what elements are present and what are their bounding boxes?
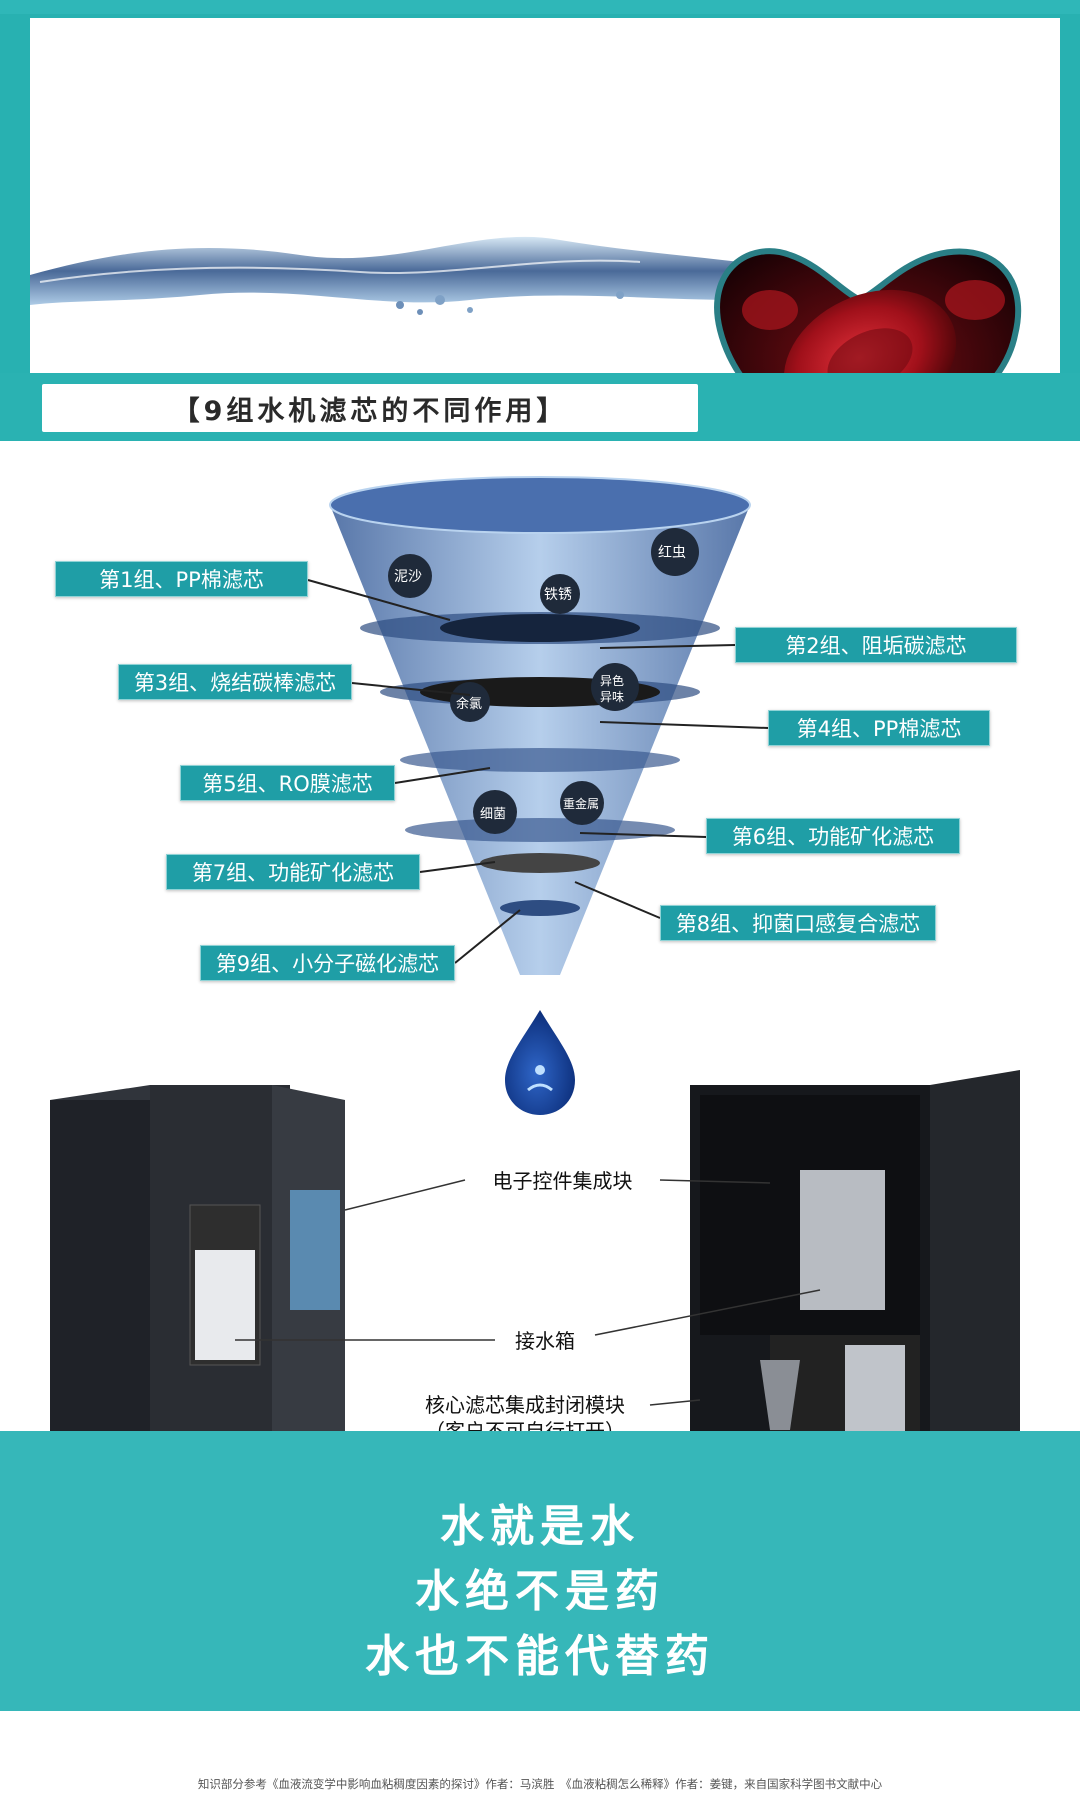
contaminant-worm: 红虫 [658,545,686,561]
slogan-band [0,1431,1080,1711]
water-wave [30,236,740,305]
filter-label-6: 第6组、功能矿化滤芯 [706,818,960,854]
water-drop-icon [505,1010,575,1115]
filter-label-1: 第1组、PP棉滤芯 [55,561,308,597]
label-electronic-block: 电子控件集成块 [492,1169,633,1193]
label-water-box: 接水箱 [515,1329,575,1353]
filter-label-9: 第9组、小分子磁化滤芯 [200,945,455,981]
page-title: 【9组水机滤芯的不同作用】 [42,384,698,432]
filter-label-7: 第7组、功能矿化滤芯 [166,854,420,890]
filter-label-5: 第5组、RO膜滤芯 [180,765,395,801]
contaminant-color: 异色 [600,674,625,688]
top-border [0,0,1080,14]
slogan-2: 水绝不是药 [415,1566,665,1617]
contaminant-heavy-metal: 重金属 [563,797,600,811]
filter-label-2: 第2组、阻垢碳滤芯 [735,627,1017,663]
contaminant-markers [388,528,699,834]
filter-label-3: 第3组、烧结碳棒滤芯 [118,664,352,700]
contaminant-sand: 泥沙 [394,569,422,585]
machine-leader-lines [235,1179,821,1406]
contaminant-rust: 铁锈 [544,587,572,603]
slogan-1: 水就是水 [440,1501,640,1552]
contaminant-chlorine: 余氯 [456,697,483,712]
filter-label-4: 第4组、PP棉滤芯 [768,710,990,746]
filter-label-8: 第8组、抑菌口感复合滤芯 [660,905,936,941]
contaminant-bacteria: 细菌 [480,807,507,822]
slogan-3: 水也不能代替药 [365,1631,715,1682]
contaminant-odor: 异味 [600,690,625,704]
label-core-module: 核心滤芯集成封闭模块 [425,1393,625,1417]
footer-area [0,1711,1080,1800]
footer-reference: 知识部分参考《血液流变学中影响血粘稠度因素的探讨》作者：马滨胜 《血液粘稠怎么稀… [197,1777,883,1791]
leader-lines [307,579,769,964]
